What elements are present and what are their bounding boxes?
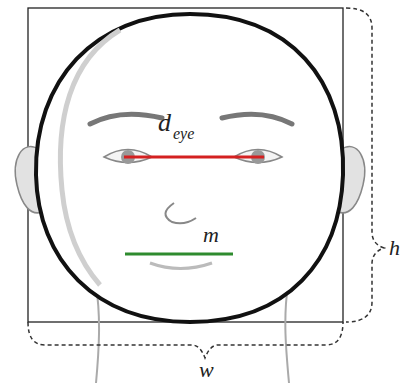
height-label: h xyxy=(389,237,400,259)
height-bracket xyxy=(346,8,384,322)
eyebrow xyxy=(90,114,162,124)
subscript-label: eye xyxy=(173,126,194,142)
mouth-width-label: m xyxy=(203,224,219,246)
head-outline xyxy=(36,14,343,322)
distance-symbol: d xyxy=(158,110,171,136)
lower-lip xyxy=(150,263,212,269)
neck-line xyxy=(285,285,289,383)
mouth-width-line xyxy=(125,253,233,256)
neck-line xyxy=(96,285,99,383)
eyebrow xyxy=(222,114,292,124)
width-bracket xyxy=(28,322,343,358)
eye-distance-line xyxy=(124,156,264,159)
face-bounding-box xyxy=(28,8,343,322)
width-label: w xyxy=(199,359,214,381)
nose xyxy=(165,203,196,223)
